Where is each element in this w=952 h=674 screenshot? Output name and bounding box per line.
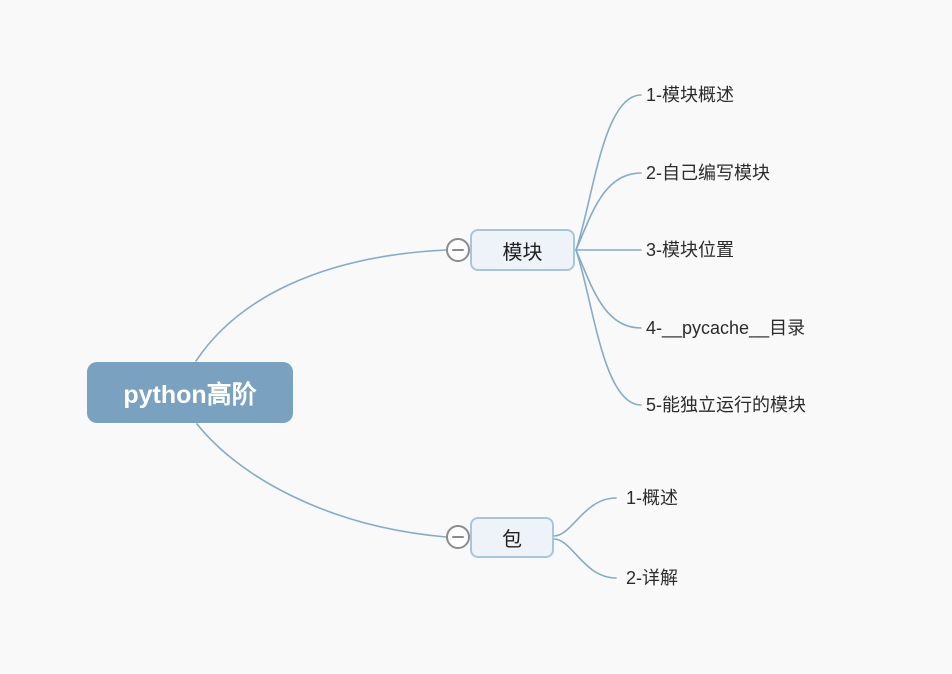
root-node-python-advanced[interactable]: python高阶 [87,362,293,423]
collapse-toggle-module[interactable] [446,238,470,262]
minus-icon [452,536,464,538]
edge-module-child-1 [575,94,642,251]
edge-package-child-2 [553,538,617,579]
root-node-label: python高阶 [123,380,257,409]
collapse-toggle-package[interactable] [446,525,470,549]
branch-node-label: 包 [502,529,522,551]
leaf-node-package-overview[interactable]: 1-概述 [626,488,679,508]
branch-node-package[interactable]: 包 [470,517,554,558]
edge-module-child-4 [575,249,642,329]
edge-root-to-module [195,249,447,362]
edge-package-child-1 [553,497,617,537]
branch-node-label: 模块 [502,241,543,264]
leaf-node-module-overview[interactable]: 1-模块概述 [646,85,735,105]
edge-module-child-5 [575,249,642,406]
edge-root-to-package [196,423,447,538]
edge-module-child-2 [575,172,642,251]
leaf-node-write-own-module[interactable]: 2-自己编写模块 [646,163,771,183]
leaf-node-standalone-module[interactable]: 5-能独立运行的模块 [646,395,807,415]
minus-icon [452,249,464,251]
leaf-node-module-location[interactable]: 3-模块位置 [646,240,735,260]
leaf-node-package-detail[interactable]: 2-详解 [626,568,679,588]
branch-node-module[interactable]: 模块 [470,229,575,271]
leaf-node-pycache-directory[interactable]: 4-__pycache__目录 [646,318,806,338]
